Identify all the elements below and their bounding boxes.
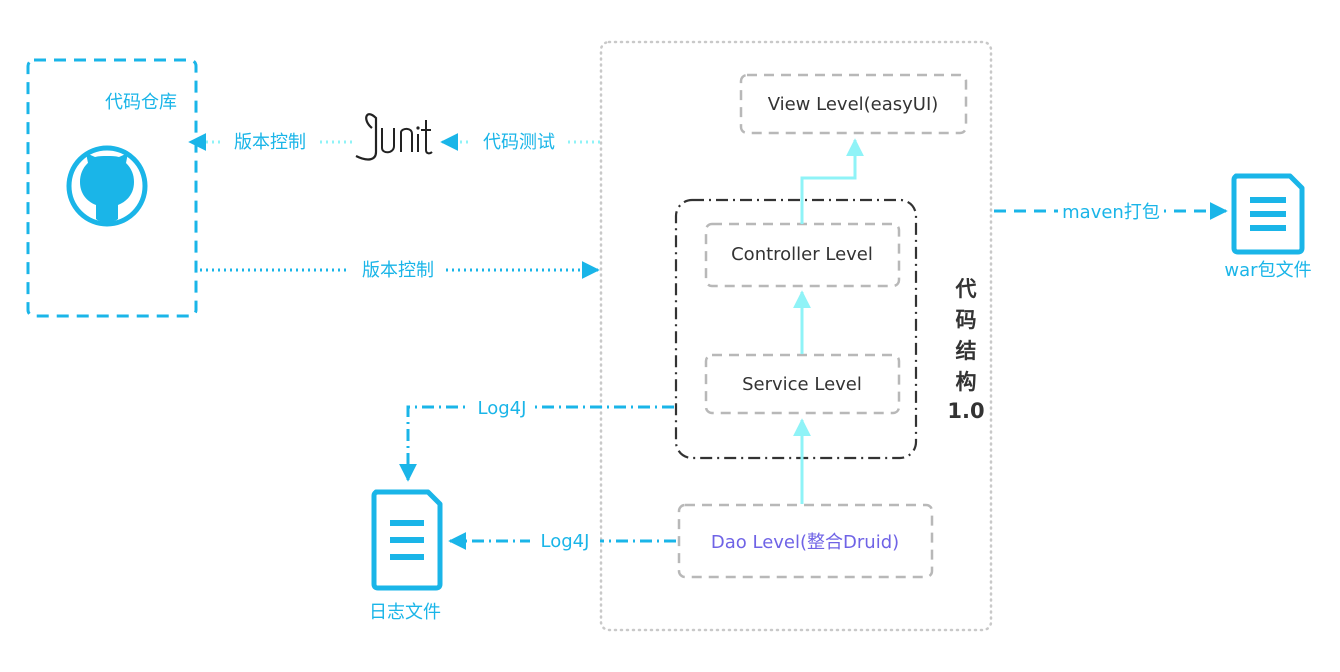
controller-level-label: Controller Level [731,244,873,265]
edge-service-to-log-label: Log4J [478,398,527,419]
code-structure-label: 代 码 结 构 1.0 [947,277,984,423]
service-level-label: Service Level [742,374,862,395]
edge-code-to-junit-label: 代码测试 [483,132,555,153]
svg-text:码: 码 [956,308,977,332]
edge-service-to-log [399,405,674,482]
war-file-label: war包文件 [1224,260,1311,281]
dao-level-box [677,503,934,579]
repository-box [26,58,198,318]
edge-junit-to-repo-label: 版本控制 [234,132,306,153]
arrow-controller-to-view [800,138,864,224]
github-icon [66,145,148,227]
war-document-icon [1231,173,1305,255]
svg-text:1.0: 1.0 [947,399,984,423]
log-file-label: 日志文件 [369,602,441,623]
edge-code-to-war-label: maven打包 [1062,202,1160,223]
svg-text:构: 构 [956,370,977,394]
edge-dao-to-log-label: Log4J [541,531,590,552]
repository-label: 代码仓库 [105,92,177,113]
service-level-box [704,353,901,415]
svg-text:结: 结 [956,339,977,363]
dao-level-label: Dao Level(整合Druid) [711,532,899,553]
log-document-icon [371,489,443,591]
code-structure-container [599,40,993,632]
view-level-label: View Level(easyUI) [768,94,939,115]
junit-logo [355,113,433,161]
view-level-box [739,73,968,135]
backend-container [674,198,918,460]
edge-repo-to-code-label: 版本控制 [362,260,434,281]
svg-text:代: 代 [955,277,977,301]
